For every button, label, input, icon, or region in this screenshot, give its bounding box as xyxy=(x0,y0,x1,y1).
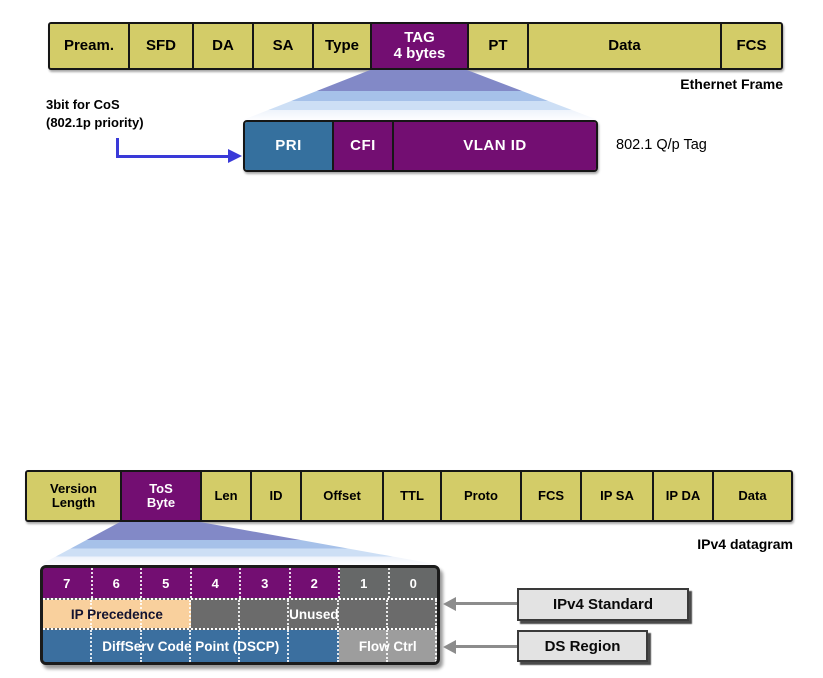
cos-note: 3bit for CoS (802.1p priority) xyxy=(46,96,144,131)
diffserv-code-point-dscp-cell xyxy=(92,630,142,662)
vlan-tag-caption: 802.1 Q/p Tag xyxy=(616,137,707,153)
bit-1: 1 xyxy=(340,568,390,598)
unused-cell xyxy=(387,600,437,628)
bit-6: 6 xyxy=(92,568,142,598)
ip-precedence-cell xyxy=(92,600,142,628)
field-version-length: Version Length xyxy=(27,472,122,520)
ipv4-standard-label-box: IPv4 Standard xyxy=(517,588,689,621)
field-data: Data xyxy=(714,472,791,520)
field-da: DA xyxy=(194,24,254,68)
ds-region-label-box: DS Region xyxy=(517,630,648,662)
ds-region-arrow-head-icon xyxy=(443,639,456,654)
cos-note-line1: 3bit for CoS xyxy=(46,97,120,112)
ds-region-arrow xyxy=(456,645,517,648)
cos-arrow xyxy=(116,138,119,158)
bit-3: 3 xyxy=(241,568,291,598)
ipv4-datagram-caption: IPv4 datagram xyxy=(697,536,793,552)
field-ip-sa: IP SA xyxy=(582,472,654,520)
field-pri: PRI xyxy=(245,122,334,170)
field-cfi: CFI xyxy=(334,122,394,170)
cos-arrow-head-icon xyxy=(228,149,242,163)
field-offset: Offset xyxy=(302,472,384,520)
diffserv-code-point-dscp-cell xyxy=(141,630,191,662)
unused-cell xyxy=(190,600,240,628)
diffserv-code-point-dscp-cell xyxy=(43,630,93,662)
ip-precedence-cell xyxy=(141,600,191,628)
field-data: Data xyxy=(529,24,722,68)
field-type: Type xyxy=(314,24,372,68)
field-fcs: FCS xyxy=(722,24,781,68)
field-ttl: TTL xyxy=(384,472,442,520)
flow-ctrl-cell xyxy=(338,630,388,662)
field-tag-4-bytes: TAG 4 bytes xyxy=(372,24,469,68)
unused-cell xyxy=(289,600,339,628)
field-id: ID xyxy=(252,472,302,520)
bit-2: 2 xyxy=(290,568,340,598)
unused-cell xyxy=(338,600,388,628)
diffserv-code-point-dscp-cell xyxy=(289,630,339,662)
unused-cell xyxy=(240,600,290,628)
ipv4-standard-arrow-head-icon xyxy=(443,596,456,611)
field-tos-byte: ToS Byte xyxy=(122,472,202,520)
bit-5: 5 xyxy=(142,568,192,598)
flow-ctrl-cell xyxy=(387,630,437,662)
cos-arrow-line xyxy=(116,155,228,158)
field-len: Len xyxy=(202,472,252,520)
cos-note-line2: (802.1p priority) xyxy=(46,114,144,130)
diffserv-code-point-dscp-cell xyxy=(190,630,240,662)
field-sfd: SFD xyxy=(130,24,194,68)
ds-region-row: DiffServ Code Point (DSCP)Flow Ctrl xyxy=(43,630,437,662)
field-pream: Pream. xyxy=(50,24,130,68)
field-sa: SA xyxy=(254,24,314,68)
field-fcs: FCS xyxy=(522,472,582,520)
bit-7: 7 xyxy=(43,568,93,598)
bit-0: 0 xyxy=(389,568,437,598)
bit-4: 4 xyxy=(191,568,241,598)
ip-precedence-cell xyxy=(43,600,93,628)
field-vlan-id: VLAN ID xyxy=(394,122,596,170)
field-proto: Proto xyxy=(442,472,522,520)
diffserv-code-point-dscp-cell xyxy=(240,630,290,662)
field-pt: PT xyxy=(469,24,529,68)
field-ip-da: IP DA xyxy=(654,472,714,520)
ipv4-standard-arrow xyxy=(456,602,517,605)
ethernet-frame-caption: Ethernet Frame xyxy=(680,76,783,92)
